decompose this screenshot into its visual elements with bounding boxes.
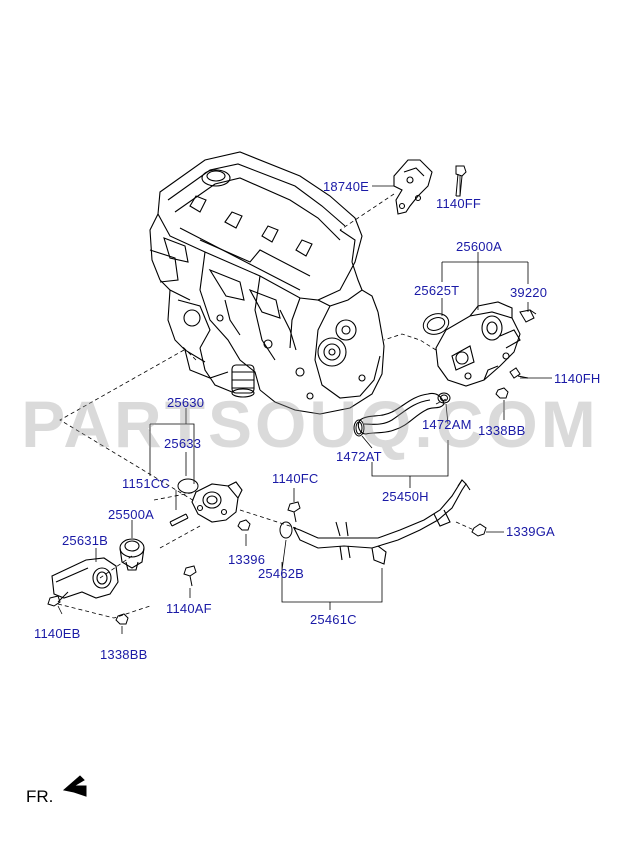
fitting-25631b: [51, 557, 119, 599]
label-1338bb-upper[interactable]: 1338BB: [478, 423, 526, 438]
front-arrow: [62, 775, 87, 797]
gasket-25625t: [422, 313, 450, 335]
nut-1338bb-lower: [115, 613, 129, 625]
bolt-1140fc: [287, 501, 301, 523]
label-1339ga[interactable]: 1339GA: [506, 524, 555, 539]
pipe-25461c: [292, 479, 471, 565]
sensor-39220: [519, 309, 537, 323]
label-1140fh[interactable]: 1140FH: [554, 371, 601, 386]
label-1151cc[interactable]: 1151CC: [122, 476, 170, 491]
stud-1151cc: [169, 513, 189, 527]
bolt-1140ff: [455, 165, 467, 197]
label-25461c[interactable]: 25461C: [310, 612, 357, 627]
label-1140ff[interactable]: 1140FF: [436, 196, 482, 211]
solid-leader-lines: [57, 176, 552, 634]
label-1140af[interactable]: 1140AF: [166, 601, 212, 616]
label-18740e[interactable]: 18740E: [323, 179, 370, 194]
nut-1339ga: [471, 523, 487, 537]
label-39220[interactable]: 39220: [510, 285, 548, 300]
label-25450h[interactable]: 25450H: [382, 489, 429, 504]
label-13396[interactable]: 13396: [228, 552, 266, 567]
clamp-1472am: [437, 392, 451, 404]
bolt-1140fh: [509, 367, 529, 379]
oring-25633: [177, 478, 199, 494]
hose-25450h: [357, 392, 445, 435]
label-25600a[interactable]: 25600A: [456, 239, 503, 254]
bolt-1140eb: [47, 591, 69, 607]
housing-25600a: [435, 301, 521, 387]
nut-13396: [237, 519, 251, 531]
label-1140eb[interactable]: 1140EB: [34, 626, 81, 641]
label-25500a[interactable]: 25500A: [108, 507, 155, 522]
bracket-18740e: [393, 159, 433, 215]
oring-25462b: [279, 521, 293, 539]
label-25462b[interactable]: 25462B: [258, 566, 305, 581]
label-25631b[interactable]: 25631B: [62, 533, 109, 548]
label-25625t[interactable]: 25625T: [414, 283, 460, 298]
label-1472at[interactable]: 1472AT: [336, 449, 382, 464]
label-1472am[interactable]: 1472AM: [422, 417, 472, 432]
bolt-1140af: [183, 565, 197, 587]
direction-label: FR.: [26, 787, 54, 806]
label-1338bb-lower[interactable]: 1338BB: [100, 647, 148, 662]
label-25630[interactable]: 25630: [167, 395, 205, 410]
clamp-1472at: [353, 419, 365, 437]
nut-1338bb-upper: [495, 387, 509, 399]
label-1140fc[interactable]: 1140FC: [272, 471, 319, 486]
engine-block: [149, 151, 385, 415]
thermostat-25500a: [119, 538, 145, 571]
dashed-leader-lines: [57, 193, 475, 619]
housing-25630: [191, 481, 243, 523]
label-25633[interactable]: 25633: [164, 436, 202, 451]
